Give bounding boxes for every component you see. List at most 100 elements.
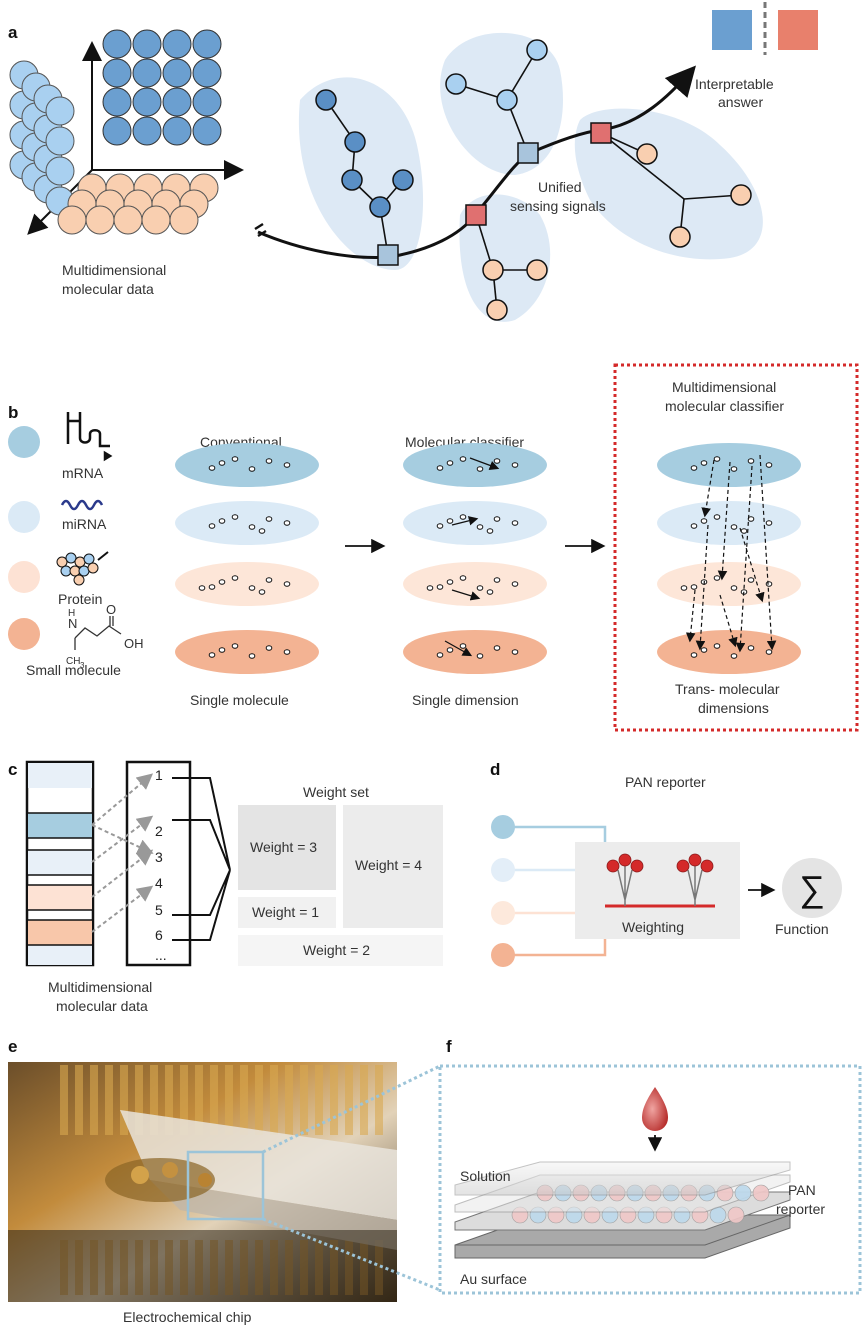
- molecule-dot: [700, 518, 708, 524]
- chip-ridge: [210, 1065, 218, 1135]
- molecule-dot: [208, 465, 216, 471]
- mrna-molecule: [102, 58, 132, 88]
- molecule-dot: [265, 458, 273, 464]
- molecule-dot: [436, 465, 444, 471]
- chip-ridge: [105, 1065, 113, 1135]
- molecule-dot: [283, 649, 291, 655]
- pan-label-line2: reporter: [776, 1201, 825, 1217]
- electrode-stack: [454, 1161, 791, 1259]
- mrna-molecule: [102, 116, 132, 146]
- chip-ridge: [345, 1065, 353, 1135]
- molecule-dot: [730, 524, 738, 530]
- molecule-dot: [231, 575, 239, 581]
- index-label: 5: [155, 902, 163, 918]
- molecule-dot: [493, 645, 501, 651]
- molecule-dot: [436, 584, 444, 590]
- mrna-molecule: [192, 58, 222, 88]
- molecule-dot: [248, 466, 256, 472]
- molecule-dot: [690, 523, 698, 529]
- col3-caption-line2: dimensions: [698, 700, 769, 716]
- mapping-arrows: [91, 773, 154, 933]
- molecule-dot: [248, 585, 256, 591]
- molecule-dot: [258, 528, 266, 534]
- index-label: 2: [155, 823, 163, 839]
- layer-ellipse: [657, 562, 801, 606]
- molecule-dot: [730, 466, 738, 472]
- formula-o: O: [106, 602, 116, 617]
- chip-ridge: [90, 1065, 98, 1135]
- mrna-molecule: [132, 116, 162, 146]
- layer-ellipses: [175, 443, 801, 674]
- data-label-line1: Multidimensional: [62, 262, 166, 278]
- mrna-icon: [66, 412, 113, 462]
- molecule-dot: [208, 523, 216, 529]
- answer-legend: [712, 2, 818, 55]
- layer-ellipse: [403, 501, 547, 545]
- molecule-dot: [265, 645, 273, 651]
- cross-layer-arrow: [739, 527, 765, 603]
- answer-line2: answer: [718, 94, 763, 110]
- molecule-dot: [208, 652, 216, 658]
- mirna-molecule: [45, 156, 75, 186]
- molecule-dot: [476, 653, 484, 659]
- panel-label-a: a: [8, 23, 18, 42]
- weight-box-1: [238, 897, 336, 928]
- molecule-dot: [511, 581, 519, 587]
- molecule-dot: [765, 520, 773, 526]
- mrna-grid: [102, 29, 222, 146]
- molecule-dot: [713, 514, 721, 520]
- molecule-dot: [446, 579, 454, 585]
- mirna-icon: [60, 499, 104, 511]
- molecule-dot: [747, 458, 755, 464]
- legend-small-molecule: Small molecule: [26, 662, 121, 678]
- mirna-molecule: [45, 126, 75, 156]
- molecule-dot: [218, 518, 226, 524]
- molecule-dot: [265, 516, 273, 522]
- chip-ridge: [165, 1065, 173, 1135]
- zoom-lines: [262, 1064, 441, 1292]
- input-dot-mrna: [491, 815, 515, 839]
- molecule-dot: [765, 649, 773, 655]
- legend-protein: Protein: [58, 591, 102, 607]
- protein-molecule: [169, 205, 199, 235]
- legend-swatches: [8, 426, 40, 650]
- molecule-dots: [198, 454, 777, 659]
- mrna-molecule: [132, 58, 162, 88]
- molecule-dot: [459, 456, 467, 462]
- molecule-dot: [747, 645, 755, 651]
- data-column: [25, 760, 95, 967]
- protein-molecule: [113, 205, 143, 235]
- layer-ellipse: [403, 630, 547, 674]
- c-data-label-line1: Multidimensional: [48, 979, 152, 995]
- input-dot-mirna: [491, 858, 515, 882]
- index-label: 6: [155, 927, 163, 943]
- data-label-line2: molecular data: [62, 281, 154, 297]
- mrna-molecule: [162, 116, 192, 146]
- chip-ridge: [120, 1065, 128, 1135]
- molecule-dot: [426, 585, 434, 591]
- molecule-dot: [231, 514, 239, 520]
- weight-1: Weight = 1: [252, 904, 319, 920]
- molecule-dot: [446, 518, 454, 524]
- molecule-dot: [258, 589, 266, 595]
- molecule-dot: [231, 456, 239, 462]
- molecule-dot: [493, 516, 501, 522]
- molecule-dot: [747, 516, 755, 522]
- interaction-arrow: [469, 457, 500, 471]
- protein-icon: [56, 551, 109, 586]
- cross-layer-arrow: [759, 454, 777, 651]
- chip-ridge: [270, 1065, 278, 1135]
- weighting-box: [575, 842, 740, 939]
- molecule-dot: [459, 575, 467, 581]
- molecule-dot: [436, 523, 444, 529]
- interaction-arrow: [451, 589, 481, 601]
- reporter-bead: [752, 1184, 770, 1202]
- weight-box-4: [343, 805, 443, 928]
- index-label: 1: [155, 767, 163, 783]
- molecule-dot: [283, 581, 291, 587]
- cross-layer-arrow: [701, 459, 715, 518]
- chip-ridge: [240, 1065, 248, 1135]
- weight-set-title: Weight set: [303, 784, 369, 800]
- chip-ridge: [330, 1065, 338, 1135]
